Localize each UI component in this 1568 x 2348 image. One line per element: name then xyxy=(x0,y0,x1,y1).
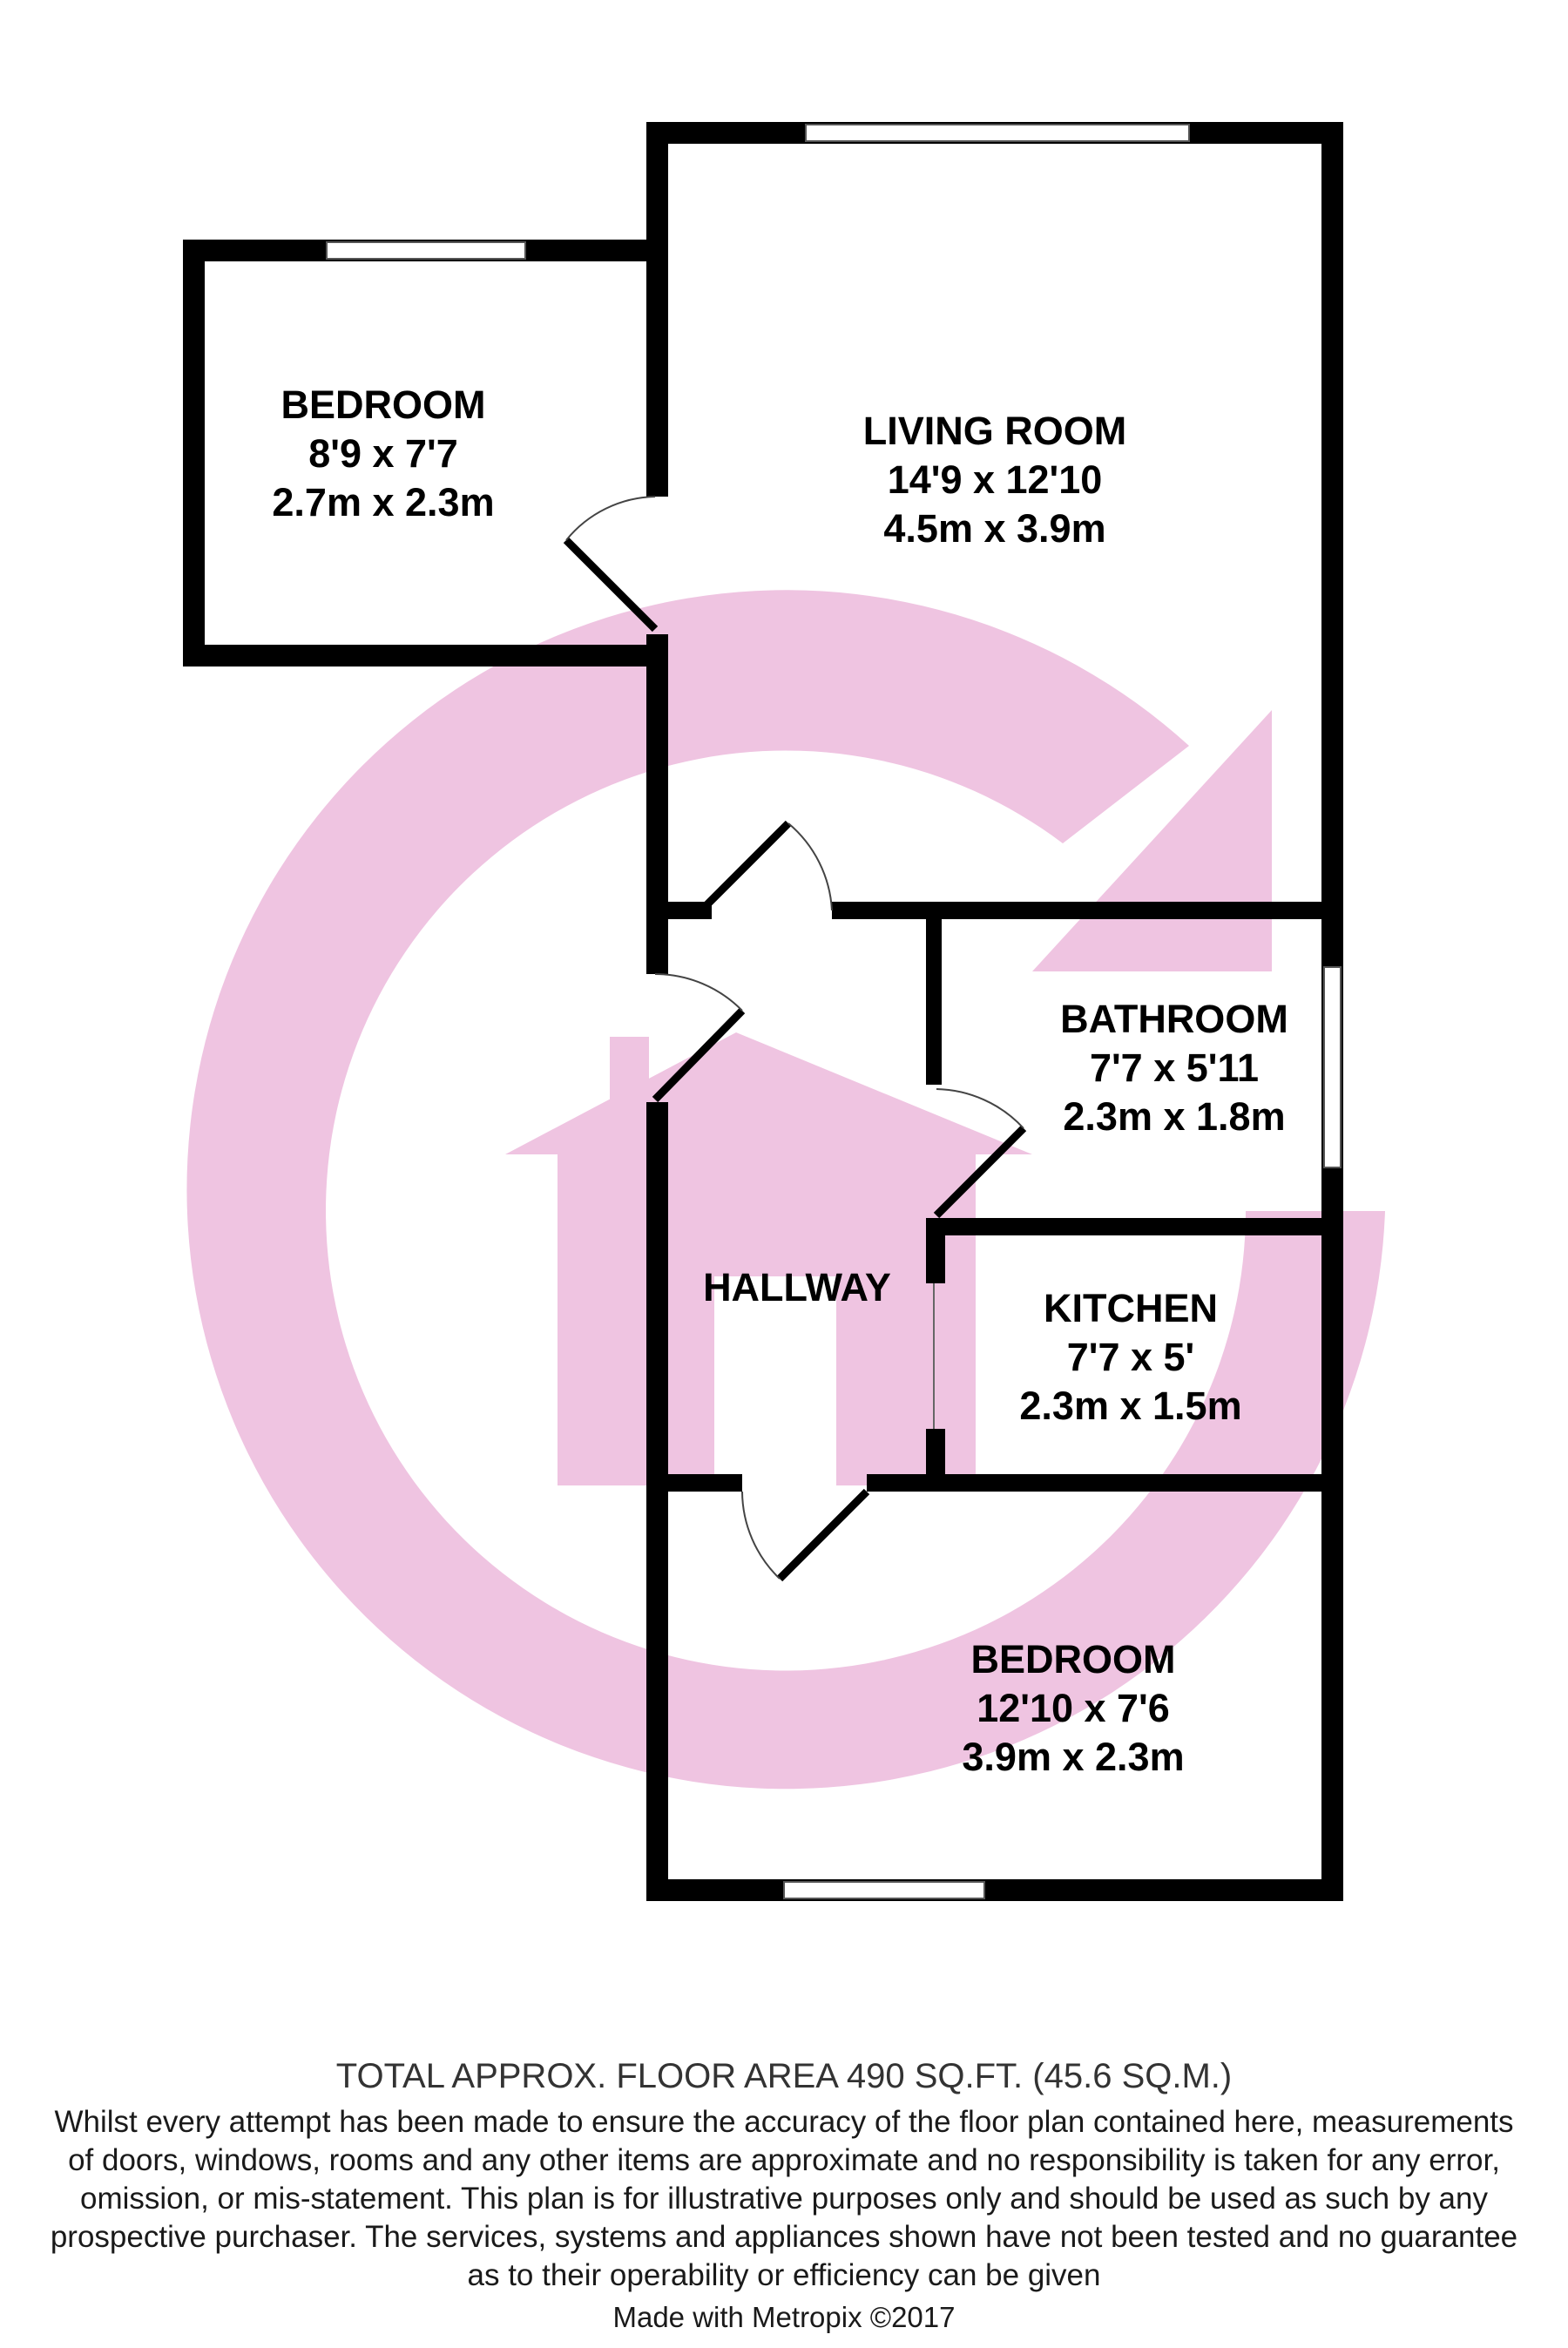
living-bottom-wall-right xyxy=(832,902,1343,919)
kitchen-top-wall xyxy=(942,1218,1343,1235)
door-living-swing xyxy=(787,822,833,911)
disclaimer-line: omission, or mis-statement. This plan is… xyxy=(80,2182,1488,2216)
bedroom2-name: BEDROOM xyxy=(971,1637,1176,1681)
disclaimer: Whilst every attempt has been made to en… xyxy=(0,2103,1568,2295)
hallway-name: HALLWAY xyxy=(703,1265,891,1309)
window-living-top xyxy=(805,124,1190,142)
floor-plan: BEDROOM 8'9 x 7'7 2.7m x 2.3m LIVING ROO… xyxy=(183,122,1385,1901)
door-bedroom2-swing xyxy=(741,1491,781,1580)
bedroom2-top-wall-left xyxy=(668,1474,742,1492)
door-living xyxy=(698,820,792,914)
doors xyxy=(563,496,1027,1582)
room-labels: BEDROOM 8'9 x 7'7 2.7m x 2.3m LIVING ROO… xyxy=(272,382,1288,1779)
bedroom1-name: BEDROOM xyxy=(281,382,486,427)
door-bathroom-swing xyxy=(936,1088,1024,1129)
living-left-wall-upper xyxy=(646,122,668,497)
living-metric: 4.5m x 3.9m xyxy=(883,506,1105,551)
living-name: LIVING ROOM xyxy=(863,409,1127,453)
watermark-logo xyxy=(186,590,1385,1790)
bedroom2-imperial: 12'10 x 7'6 xyxy=(977,1686,1170,1730)
credit: Made with Metropix ©2017 xyxy=(612,2301,956,2333)
bathroom-left-wall xyxy=(926,910,942,1085)
kitchen-imperial: 7'7 x 5' xyxy=(1067,1335,1195,1379)
walls xyxy=(183,122,1343,1901)
hall-left-wall-lower xyxy=(646,1102,668,1901)
bedroom1-metric: 2.7m x 2.3m xyxy=(272,480,494,524)
bedroom1-left-wall xyxy=(183,240,205,667)
kitchen-left-wall-top xyxy=(926,1218,945,1283)
bedroom1-bottom-wall xyxy=(183,645,668,667)
bedroom1-imperial: 8'9 x 7'7 xyxy=(308,431,458,476)
house-icon xyxy=(505,1032,1032,1485)
bathroom-name: BATHROOM xyxy=(1060,997,1288,1041)
house-chimney xyxy=(610,1037,649,1115)
door-bedroom1 xyxy=(563,537,659,633)
door-bedroom2 xyxy=(776,1488,870,1582)
disclaimer-line: as to their operability or efficiency ca… xyxy=(467,2258,1101,2292)
kitchen-name: KITCHEN xyxy=(1044,1286,1218,1330)
disclaimer-line: of doors, windows, rooms and any other i… xyxy=(68,2143,1500,2177)
door-bathroom xyxy=(933,1125,1027,1219)
door-entrance-swing xyxy=(654,973,743,1012)
kitchen-bottom-wall xyxy=(867,1474,1343,1492)
bottom-outer-wall xyxy=(646,1879,1343,1901)
kitchen-metric: 2.3m x 1.5m xyxy=(1019,1384,1241,1428)
living-imperial: 14'9 x 12'10 xyxy=(888,457,1103,502)
door-bedroom1-swing xyxy=(565,496,656,541)
total-floor-area: TOTAL APPROX. FLOOR AREA 490 SQ.FT. (45.… xyxy=(335,2057,1233,2095)
window-bedroom2-bottom xyxy=(783,1881,985,1899)
disclaimer-line: prospective purchaser. The services, sys… xyxy=(50,2220,1518,2254)
bathroom-imperial: 7'7 x 5'11 xyxy=(1090,1045,1259,1090)
window-bedroom1-top xyxy=(326,241,526,260)
window-bathroom-right xyxy=(1323,966,1342,1168)
windows xyxy=(326,124,1342,1899)
hall-left-wall-upper xyxy=(646,634,668,974)
door-entrance xyxy=(652,1007,746,1103)
bathroom-metric: 2.3m x 1.8m xyxy=(1063,1094,1285,1139)
disclaimer-line: Whilst every attempt has been made to en… xyxy=(54,2105,1514,2139)
bedroom2-metric: 3.9m x 2.3m xyxy=(962,1735,1184,1779)
